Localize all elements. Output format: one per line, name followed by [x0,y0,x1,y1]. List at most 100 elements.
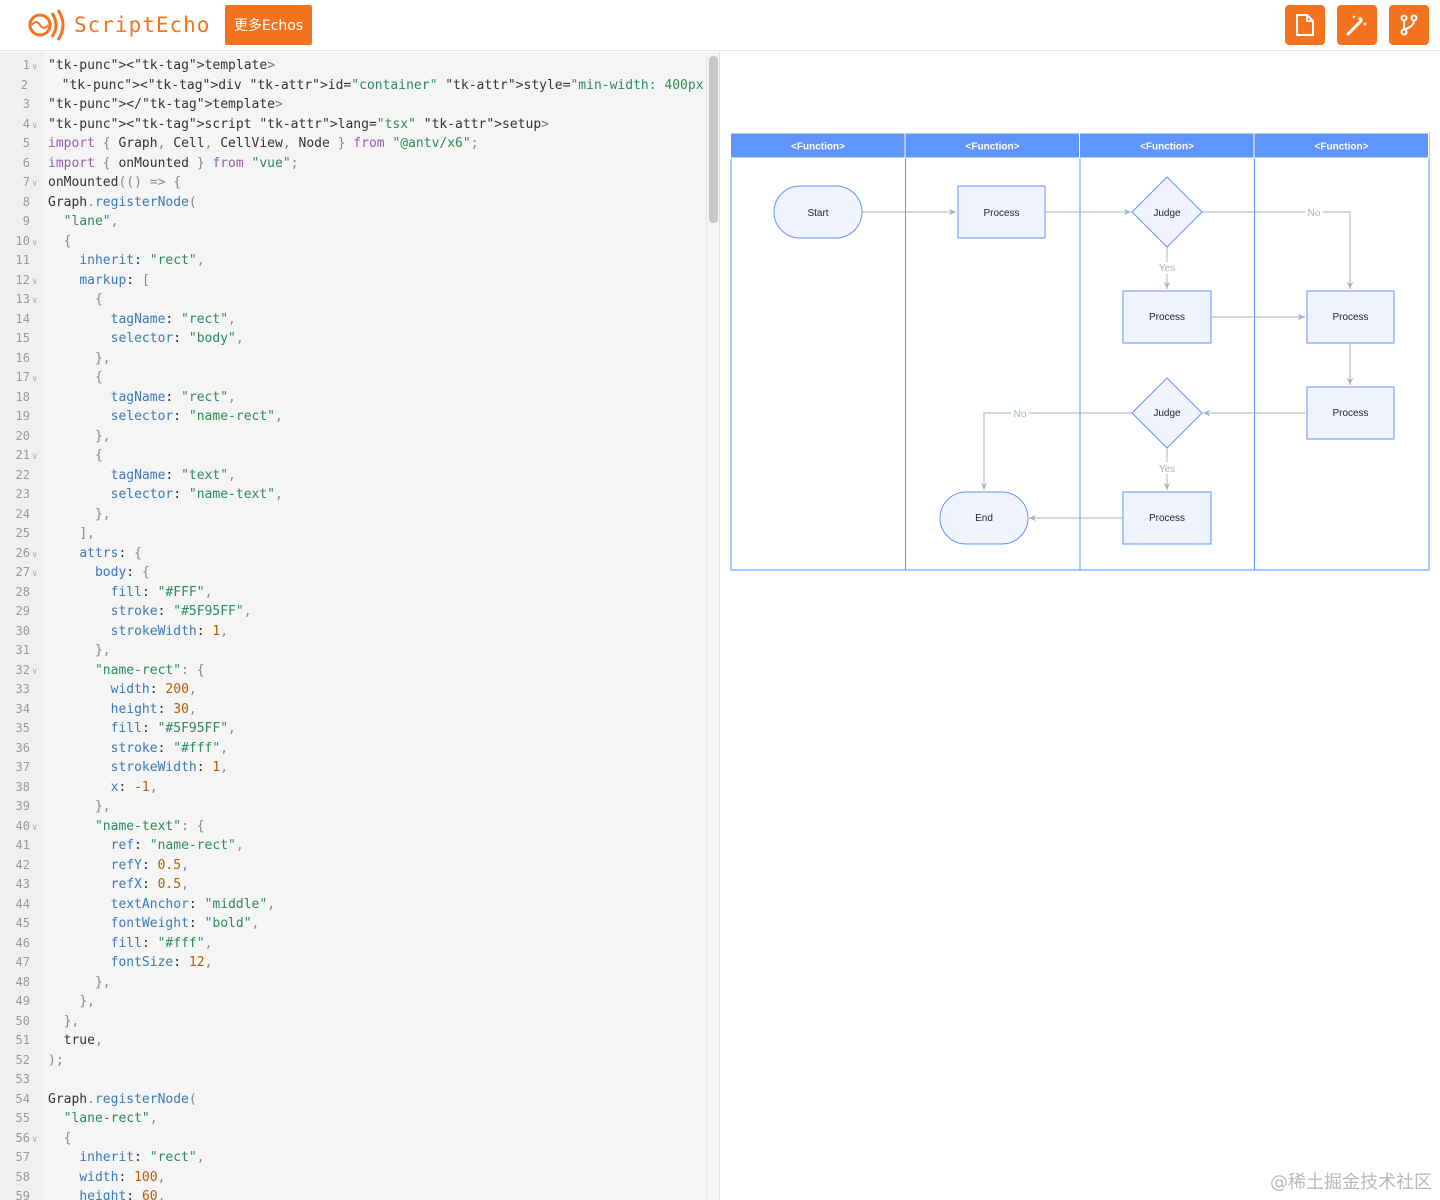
code-line[interactable]: 10∨ { [0,232,705,252]
code-editor[interactable]: 1∨"tk-punc"><"tk-tag">template>2 "tk-pun… [0,52,720,1200]
line-number: 2 [0,76,42,96]
code-line[interactable]: 16 }, [0,349,705,369]
code-line[interactable]: 33 width: 200, [0,680,705,700]
code-line[interactable]: 17∨ { [0,368,705,388]
code-line[interactable]: 35 fill: "#5F95FF", [0,719,705,739]
line-source: fill: "#FFF", [110,584,213,600]
code-line[interactable]: 52); [0,1051,705,1071]
magic-button[interactable] [1337,5,1377,45]
fold-chevron-icon[interactable]: ∨ [32,237,38,248]
line-number-text: 33 [15,682,30,696]
code-line[interactable]: 14 tagName: "rect", [0,310,705,330]
code-line[interactable]: 15 selector: "body", [0,329,705,349]
code-line[interactable]: 42 refY: 0.5, [0,856,705,876]
code-line[interactable]: 34 height: 30, [0,700,705,720]
node-process-1[interactable] [957,185,1046,239]
code-line[interactable]: 47 fontSize: 12, [0,953,705,973]
line-number-text: 26 [15,545,30,560]
code-line[interactable]: 21∨ { [0,446,705,466]
editor-scroll-thumb[interactable] [709,56,718,223]
node-process-4[interactable] [1306,386,1395,440]
code-line[interactable]: 20 }, [0,427,705,447]
code-line[interactable]: 40∨ "name-text": { [0,817,705,837]
code-line[interactable]: 55 "lane-rect", [0,1109,705,1129]
code-line[interactable]: 22 tagName: "text", [0,466,705,486]
code-line[interactable]: 56∨ { [0,1129,705,1149]
node-process-5[interactable] [1122,491,1212,545]
fold-chevron-icon[interactable]: ∨ [32,374,38,384]
editor-scrollbar[interactable] [706,52,719,1200]
code-line[interactable]: 11 inherit: "rect", [0,251,705,271]
code-line[interactable]: 49 }, [0,992,705,1012]
code-line[interactable]: 2 "tk-punc"><"tk-tag">div "tk-attr">id="… [0,76,712,96]
code-line[interactable]: 9 "lane", [0,212,705,232]
fold-chevron-icon[interactable]: ∨ [32,120,38,131]
code-line[interactable]: 45 fontWeight: "bold", [0,914,705,934]
fold-chevron-icon[interactable]: ∨ [32,452,38,462]
code-line[interactable]: 23 selector: "name-text", [0,485,705,505]
fold-chevron-icon[interactable]: ∨ [32,549,38,560]
code-line[interactable]: 53 [0,1070,705,1090]
node-judge-1[interactable] [1131,176,1203,248]
code-line[interactable]: 46 fill: "#fff", [0,934,705,954]
code-line[interactable]: 19 selector: "name-rect", [0,407,705,427]
code-line[interactable]: 41 ref: "name-rect", [0,836,705,856]
code-line[interactable]: 43 refX: 0.5, [0,875,705,895]
code-lines[interactable]: 1∨"tk-punc"><"tk-tag">template>2 "tk-pun… [0,56,712,1200]
node-start[interactable] [773,185,863,239]
code-line[interactable]: 32∨ "name-rect": { [0,661,705,681]
code-line[interactable]: 51 true, [0,1031,705,1051]
edge-label-no-2: No [1014,409,1027,420]
node-process-2[interactable] [1122,290,1212,344]
code-line[interactable]: 57 inherit: "rect", [0,1148,705,1168]
new-file-button[interactable] [1285,5,1325,45]
more-echos-button[interactable]: 更多Echos [225,5,312,45]
code-line[interactable]: 37 strokeWidth: 1, [0,758,705,778]
code-line[interactable]: 38 x: -1, [0,778,705,798]
code-line[interactable]: 59 height: 60, [0,1187,705,1200]
code-line[interactable]: 24 }, [0,505,705,525]
fold-chevron-icon[interactable]: ∨ [32,276,38,287]
code-line[interactable]: 44 textAnchor: "middle", [0,895,705,915]
logo[interactable]: ScriptEcho [28,6,210,44]
line-number-text: 9 [22,214,30,228]
code-line[interactable]: 27∨ body: { [0,563,705,583]
code-line[interactable]: 12∨ markup: [ [0,271,705,291]
node-process-3[interactable] [1306,290,1395,344]
code-line[interactable]: 7∨onMounted(() => { [0,173,705,193]
code-line[interactable]: 18 tagName: "rect", [0,388,705,408]
code-line[interactable]: 3"tk-punc"></"tk-tag">template> [0,95,705,115]
code-line[interactable]: 48 }, [0,973,705,993]
code-line[interactable]: 29 stroke: "#5F95FF", [0,602,705,622]
fold-chevron-icon[interactable]: ∨ [32,296,38,306]
code-line[interactable]: 58 width: 100, [0,1168,705,1188]
branch-button[interactable] [1389,5,1429,45]
code-line[interactable]: 28 fill: "#FFF", [0,583,705,603]
code-line[interactable]: 50 }, [0,1012,705,1032]
code-line[interactable]: 26∨ attrs: { [0,544,705,564]
code-line[interactable]: 31 }, [0,641,705,661]
code-line[interactable]: 30 strokeWidth: 1, [0,622,705,642]
code-line[interactable]: 13∨ { [0,290,705,310]
code-line[interactable]: 4∨"tk-punc"><"tk-tag">script "tk-attr">l… [0,115,705,135]
node-end[interactable] [939,491,1029,545]
fold-chevron-icon[interactable]: ∨ [32,666,38,677]
line-number: 1∨ [0,56,44,76]
node-judge-2[interactable] [1131,377,1203,449]
code-line[interactable]: 25 ], [0,524,705,544]
code-line[interactable]: 36 stroke: "#fff", [0,739,705,759]
fold-chevron-icon[interactable]: ∨ [32,569,38,579]
line-number: 28 [0,583,44,603]
fold-chevron-icon[interactable]: ∨ [32,1134,38,1145]
fold-chevron-icon[interactable]: ∨ [32,179,38,189]
code-line[interactable]: 39 }, [0,797,705,817]
code-line[interactable]: 1∨"tk-punc"><"tk-tag">template> [0,56,705,76]
line-number: 59 [0,1187,44,1200]
fold-chevron-icon[interactable]: ∨ [32,62,38,72]
line-number-text: 41 [15,838,30,852]
fold-chevron-icon[interactable]: ∨ [32,822,38,833]
